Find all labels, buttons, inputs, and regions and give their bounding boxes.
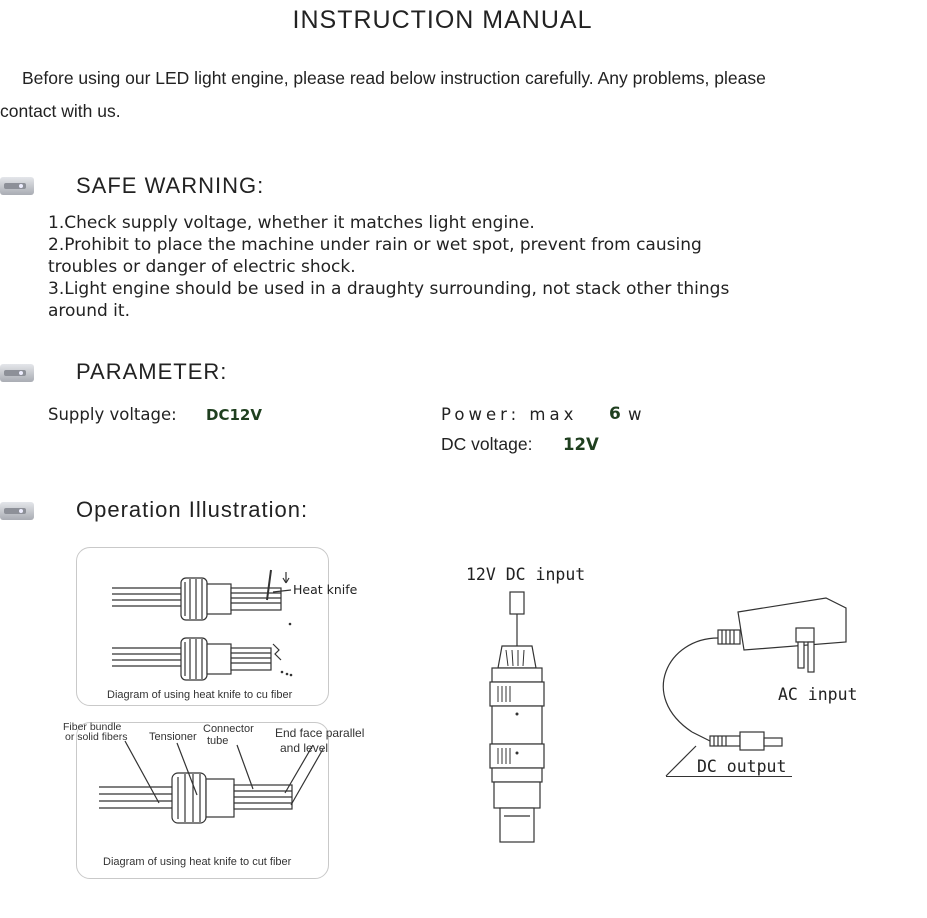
connector-label: Connector bbox=[203, 723, 254, 735]
label-tag-icon bbox=[0, 502, 34, 520]
page-title: INSTRUCTION MANUAL bbox=[292, 6, 593, 34]
safe-warning-heading: SAFE WARNING: bbox=[76, 173, 265, 198]
intro-line-2: contact with us. bbox=[0, 101, 121, 121]
dc-input-label: 12V DC input bbox=[466, 565, 586, 584]
dc-output-label: DC output bbox=[697, 757, 787, 776]
parameter-heading: PARAMETER: bbox=[76, 359, 228, 384]
solid-fibers-label: or solid fibers bbox=[65, 731, 128, 743]
heat-knife-diagram-panel: Heat knife Diagram of using heat knife t… bbox=[76, 547, 357, 706]
fiber-connector-diagram-panel: Fiber bundle or solid fibers Tensioner C… bbox=[63, 721, 364, 879]
power-adapter-illustration bbox=[662, 597, 847, 777]
warning-line-4: 3.Light engine should be used in a draug… bbox=[48, 279, 730, 299]
fiber-connector-illustration bbox=[99, 740, 324, 824]
label-tag-icon bbox=[0, 364, 34, 382]
label-tag-icon bbox=[0, 177, 34, 195]
intro-line-1: Before using our LED light engine, pleas… bbox=[22, 68, 766, 88]
dc-voltage-value: 12V bbox=[563, 435, 599, 454]
light-engine-illustration bbox=[489, 591, 545, 843]
tube-label: tube bbox=[207, 735, 229, 747]
warning-line-5: around it. bbox=[48, 301, 130, 321]
warning-line-2: 2.Prohibit to place the machine under ra… bbox=[48, 235, 702, 255]
dc-output-underline bbox=[666, 776, 792, 777]
fiber-bundle-label: Fiber bundle bbox=[63, 721, 122, 733]
power-label: Power: max bbox=[441, 405, 578, 424]
supply-voltage-label: Supply voltage: bbox=[48, 405, 177, 424]
panel1-caption: Diagram of using heat knife to cu fiber bbox=[107, 689, 293, 701]
warning-line-3: troubles or danger of electric shock. bbox=[48, 257, 356, 277]
power-value: 6 bbox=[609, 404, 621, 424]
ac-input-label: AC input bbox=[778, 685, 858, 704]
operation-heading: Operation Illustration: bbox=[76, 497, 309, 522]
tensioner-label: Tensioner bbox=[149, 731, 197, 743]
parallel-level-label: and level bbox=[280, 741, 329, 755]
supply-voltage-value: DC12V bbox=[206, 406, 262, 424]
heat-knife-cut-illustration bbox=[112, 569, 293, 681]
heat-knife-label: Heat knife bbox=[293, 582, 358, 597]
warning-line-1: 1.Check supply voltage, whether it match… bbox=[48, 213, 535, 233]
panel2-caption: Diagram of using heat knife to cut fiber bbox=[103, 856, 292, 868]
end-face-label: End face parallel bbox=[275, 726, 365, 740]
power-unit: w bbox=[628, 405, 642, 424]
dc-voltage-label: DC voltage: bbox=[441, 434, 533, 454]
